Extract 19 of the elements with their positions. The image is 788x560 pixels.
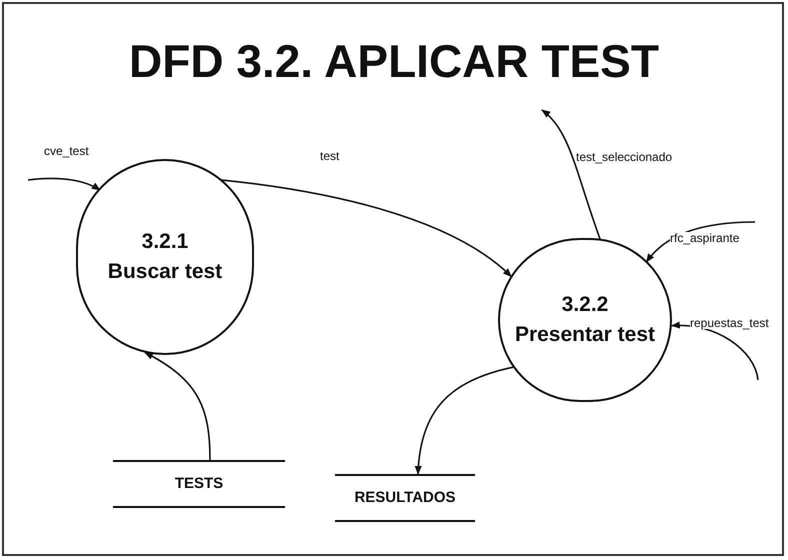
edge-label: cve_test [44,145,89,157]
flow-arrow [28,178,101,191]
flow-arrow [414,366,514,475]
data-store [335,474,475,522]
process-label: Presentar test [514,322,656,348]
edge-label: rfc_aspirante [670,232,740,244]
flow-arrow [541,109,601,240]
store-label: TESTS [174,474,224,494]
process-label: Buscar test [108,259,222,285]
diagram-title: DFD 3.2. APLICAR TEST [129,38,659,84]
data-store [113,460,285,508]
edge-label: test_seleccionado [576,151,672,163]
flow-arrow [220,178,512,278]
process-label: 3.2.2 [562,292,608,318]
store-label: RESULTADOS [354,488,456,508]
process-label: 3.2.1 [142,229,188,255]
edge-label: test [320,150,340,162]
edge-label: repuestas_test [690,317,769,329]
flow-arrow [670,322,759,380]
